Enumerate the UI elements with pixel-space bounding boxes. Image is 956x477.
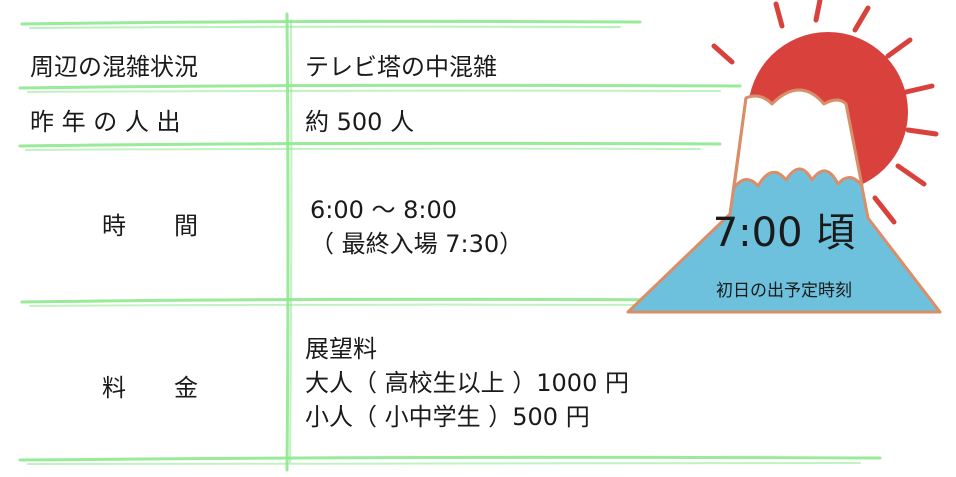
row-label-time: 時 間: [102, 212, 198, 240]
table-line-row2: [18, 141, 722, 148]
mountain-snow-icon: [732, 88, 864, 190]
sunrise-caption: 初日の出予定時刻: [716, 281, 852, 301]
row-value-last-year-attendance: 約 500 人: [305, 105, 414, 139]
sunrise-time: 7:00 頃: [713, 210, 856, 256]
value-line: 小人（ 小中学生 ）500 円: [305, 403, 590, 431]
row-label-crowding: 周辺の混雑状況: [30, 53, 198, 81]
value-line: （ 最終入場 7:30）: [310, 230, 524, 258]
table-line-bottom: [18, 455, 882, 462]
value-line: 6:00 ～ 8:00: [310, 196, 458, 224]
table-line-row3: [20, 297, 682, 304]
row-label-last-year-attendance: 昨 年 の 人 出: [30, 108, 181, 136]
table-divider: [285, 12, 290, 472]
row-value-time: 6:00 ～ 8:00 （ 最終入場 7:30）: [310, 193, 523, 261]
table-line-row1: [18, 83, 742, 90]
row-value-fee: 展望料 大人（ 高校生以上 ）1000 円 小人（ 小中学生 ）500 円: [305, 332, 629, 434]
sunrise-mountain-illustration: 7:00 頃 初日の出予定時刻: [626, 0, 942, 314]
value-line: 大人（ 高校生以上 ）1000 円: [305, 369, 629, 397]
value-line: 約 500 人: [305, 108, 415, 136]
row-value-crowding: テレビ塔の中混雑: [305, 50, 497, 84]
value-line: テレビ塔の中混雑: [305, 53, 497, 81]
sun-rays-icon: [711, 0, 939, 225]
table-line-top: [20, 19, 642, 26]
row-label-fee: 料 金: [102, 374, 198, 402]
value-line: 展望料: [305, 335, 377, 363]
